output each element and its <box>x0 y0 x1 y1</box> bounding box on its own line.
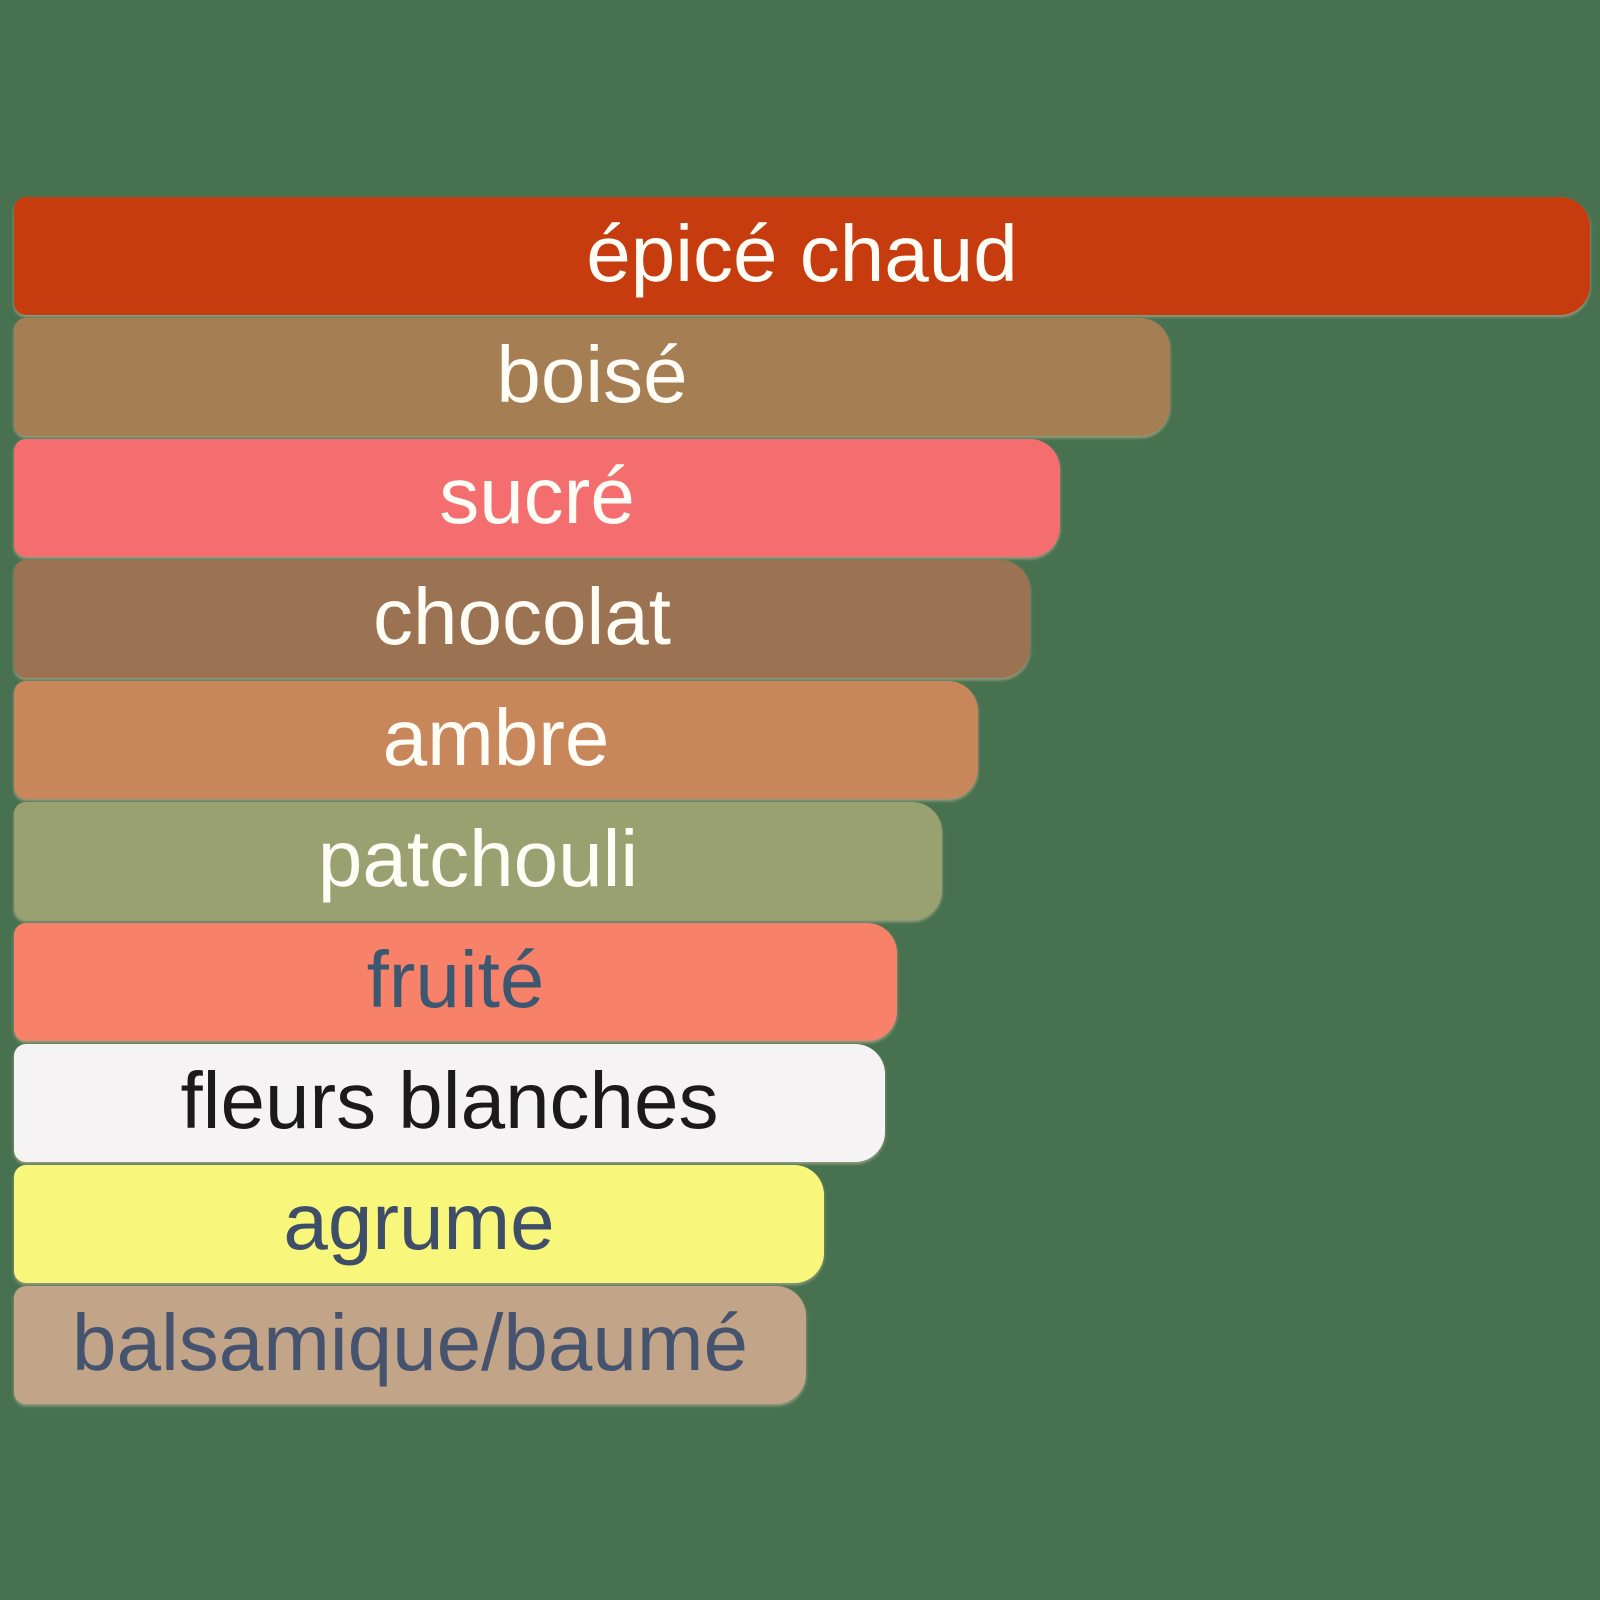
fragrance-accords-bar-chart: épicé chaud boisé sucré chocolat ambre p… <box>14 197 1590 1404</box>
accord-bar-boise: boisé <box>14 318 1170 436</box>
accord-bar-sucre: sucré <box>14 439 1060 557</box>
accord-label: chocolat <box>373 572 671 661</box>
accord-label: fruité <box>366 935 545 1024</box>
accord-label: ambre <box>382 693 610 782</box>
accord-label: fleurs blanches <box>180 1056 719 1145</box>
accord-label: patchouli <box>317 814 639 903</box>
accord-label: sucré <box>439 451 635 540</box>
accord-bar-fruite: fruité <box>14 923 897 1041</box>
accord-label: balsamique/baumé <box>72 1298 748 1387</box>
accord-bar-epice-chaud: épicé chaud <box>14 197 1590 315</box>
accord-bar-patchouli: patchouli <box>14 802 942 920</box>
accord-bar-ambre: ambre <box>14 681 978 799</box>
accord-label: agrume <box>283 1177 555 1266</box>
accord-bar-fleurs-blanches: fleurs blanches <box>14 1044 885 1162</box>
accord-label: boisé <box>496 330 688 419</box>
accord-bar-chocolat: chocolat <box>14 560 1030 678</box>
accord-bar-balsamique-baume: balsamique/baumé <box>14 1286 806 1404</box>
accord-label: épicé chaud <box>586 209 1018 298</box>
accord-bar-agrume: agrume <box>14 1165 824 1283</box>
